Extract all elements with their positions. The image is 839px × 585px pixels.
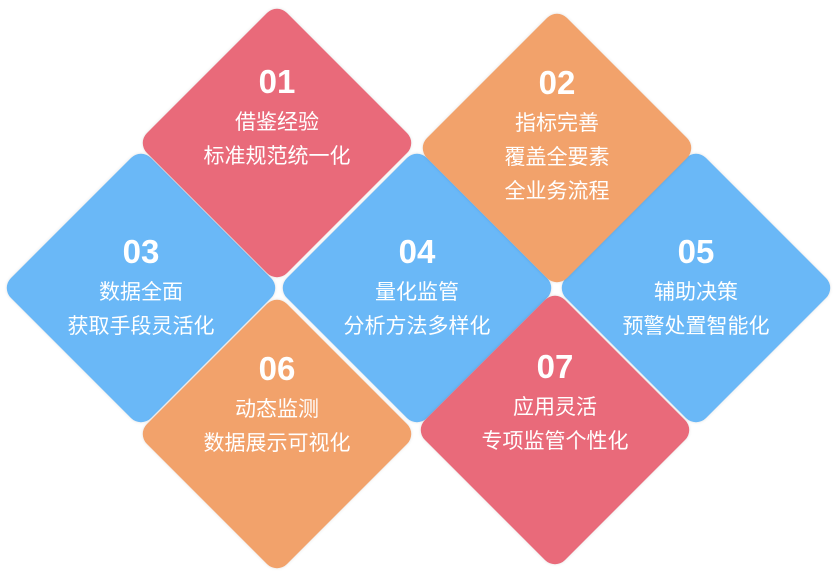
diamond-02: 02 指标完善 覆盖全要素 全业务流程 [416,7,698,289]
diamond-07-line-2: 专项监管个性化 [481,429,629,453]
diamond-05-number: 05 [677,233,715,270]
diamond-06-number: 06 [258,350,296,387]
diamond-03-number: 03 [122,233,160,270]
diamond-02-line-1: 指标完善 [515,111,599,135]
diamond-07-line-1: 应用灵活 [513,395,597,419]
diamond-05-line-1: 辅助决策 [654,280,738,304]
diamond-03: 03 数据全面 获取手段灵活化 [0,147,282,429]
diamond-07-number: 07 [536,348,574,385]
diamond-03-line-1: 数据全面 [99,280,183,304]
diamond-06-line-1: 动态监测 [235,397,319,421]
diamond-02-number: 02 [538,64,576,101]
diamond-04-line-1: 量化监管 [375,280,459,304]
diamond-04: 04 量化监管 分析方法多样化 [276,147,558,429]
diamond-01-line-1: 借鉴经验 [235,110,319,134]
diamond-01-line-2: 标准规范统一化 [203,144,351,168]
diamond-04-line-2: 分析方法多样化 [343,314,491,338]
diamond-01-number: 01 [258,63,296,100]
diamond-02-line-3: 全业务流程 [504,179,610,203]
diamond-04-number: 04 [398,233,436,270]
diamond-06: 06 动态监测 数据展示可视化 [136,293,418,575]
diamond-03-line-2: 获取手段灵活化 [67,314,215,338]
diamond-01: 01 借鉴经验 标准规范统一化 [136,2,418,284]
diamond-06-line-2: 数据展示可视化 [203,431,351,455]
diamond-07: 07 应用灵活 专项监管个性化 [414,289,696,571]
diamond-02-line-2: 覆盖全要素 [504,145,610,169]
diamond-05-line-2: 预警处置智能化 [622,314,770,338]
diamond-05: 05 辅助决策 预警处置智能化 [555,147,837,429]
